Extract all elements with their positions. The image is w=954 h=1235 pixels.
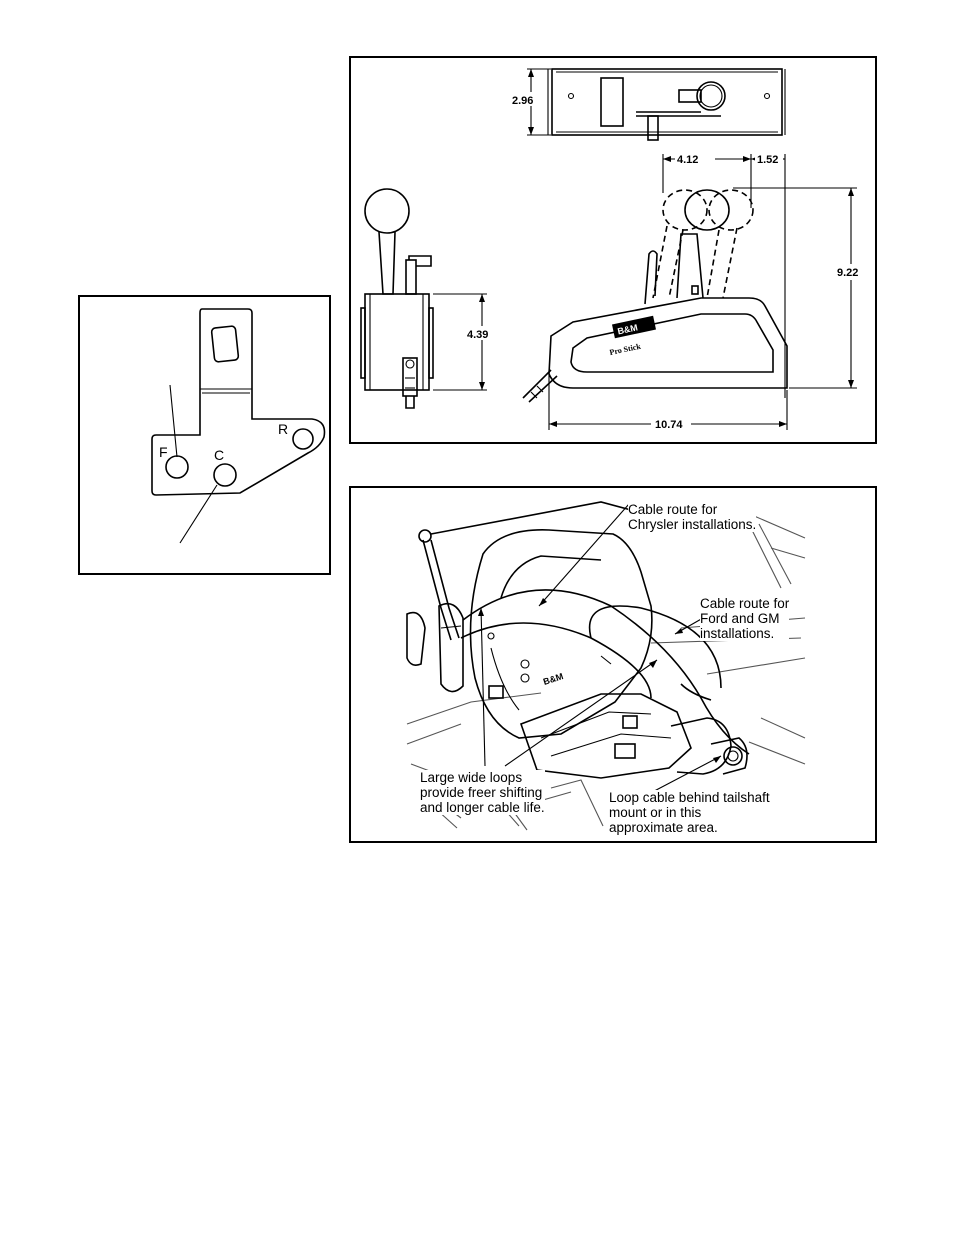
large-loops-callout: Large wide loops provide freer shifting … — [420, 770, 545, 815]
ford-gm-route-callout: Cable route for Ford and GM installation… — [700, 596, 789, 641]
front-view: B&M Pro Stick — [523, 190, 787, 402]
label-reverse: R — [278, 421, 288, 437]
dim-2.96: 2.96 — [511, 69, 551, 135]
svg-text:9.22: 9.22 — [837, 267, 858, 279]
dim-4.12-1.52: 4.12 1.52 — [663, 152, 785, 398]
svg-text:10.74: 10.74 — [655, 419, 683, 431]
top-view — [548, 69, 785, 140]
svg-text:1.52: 1.52 — [757, 154, 778, 166]
dim-4.39: 4.39 — [433, 294, 499, 390]
bracket-drawing: F C R — [80, 297, 333, 577]
model-text: Pro Stick — [609, 342, 642, 357]
tailshaft-loop-callout: Loop cable behind tailshaft mount or in … — [609, 790, 770, 835]
svg-text:4.39: 4.39 — [467, 329, 488, 341]
dim-10.74: 10.74 — [549, 374, 787, 431]
hole-center — [214, 464, 236, 486]
case-logo: B&M — [542, 671, 565, 687]
side-view — [361, 189, 433, 408]
forward-leader — [170, 385, 177, 457]
dim-9.22: 9.22 — [733, 188, 869, 388]
svg-text:2.96: 2.96 — [512, 95, 533, 107]
label-forward: F — [159, 444, 168, 460]
hole-forward — [166, 456, 188, 478]
cable-route-panel: B&M Cable route for Chrysler installatio… — [349, 486, 877, 843]
svg-text:4.12: 4.12 — [677, 154, 698, 166]
bracket-outline — [152, 309, 325, 495]
bracket-detail-panel: F C R — [78, 295, 331, 575]
label-center: C — [214, 447, 224, 463]
hole-reverse — [293, 429, 313, 449]
chrysler-route-callout: Cable route for Chrysler installations. — [628, 502, 756, 532]
dimension-drawing-panel: 2.96 4.39 — [349, 56, 877, 444]
shifter-dimensions-drawing: 2.96 4.39 — [351, 58, 879, 446]
bracket-slot — [211, 326, 238, 362]
